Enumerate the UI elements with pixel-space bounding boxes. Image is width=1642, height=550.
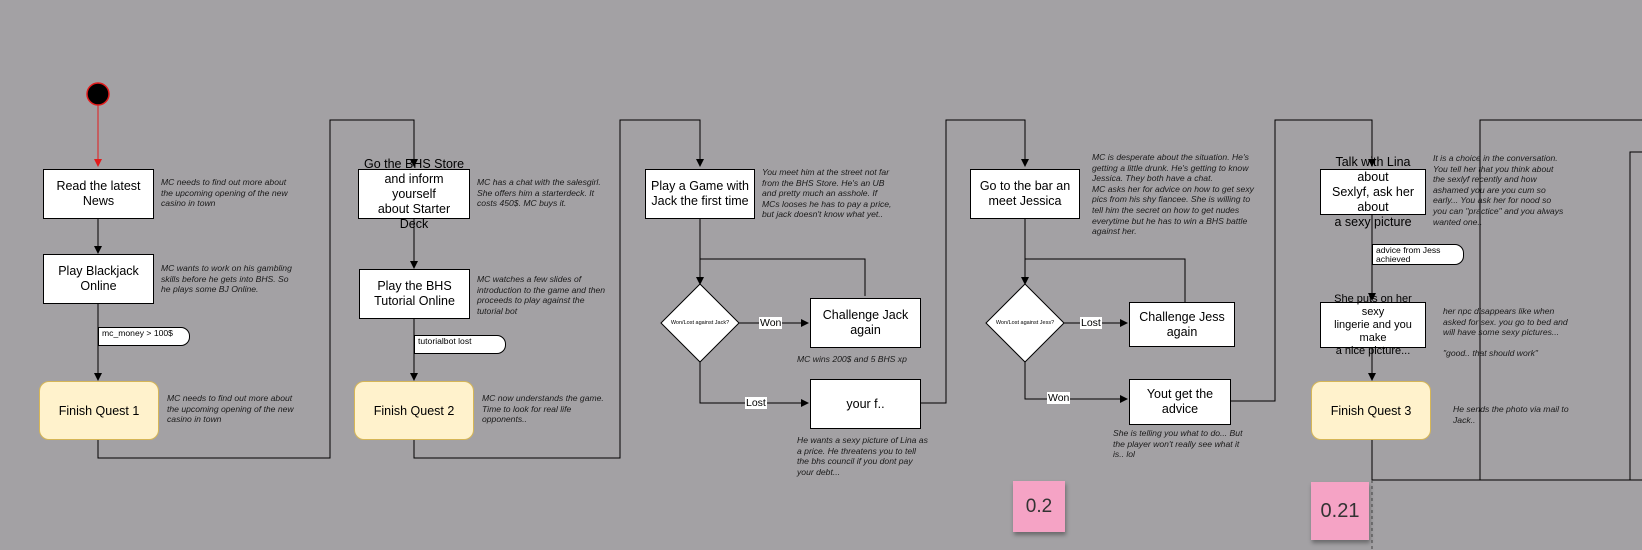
edge-jess-won — [1024, 362, 1128, 403]
edge-jack-loop — [700, 258, 866, 296]
read-news-node[interactable]: Read the latest News — [43, 169, 154, 219]
edge-label-jack-won: Won — [759, 317, 783, 329]
condition-advice: advice from Jess achieved — [1372, 244, 1464, 265]
finish-quest-3-note: He sends the photo via mail to Jack.. — [1453, 404, 1569, 425]
bhs-store-note: MC has a chat with the salesgirl. She of… — [477, 177, 601, 209]
bar-jessica-node[interactable]: Go to the bar an meet Jessica — [970, 169, 1080, 219]
bar-jessica-note: MC is desperate about the situation. He'… — [1092, 152, 1254, 237]
bhs-store-node[interactable]: Go the BHS Store and inform yourself abo… — [358, 157, 470, 231]
edge-jess-loop — [1025, 258, 1186, 302]
edge-label-jess-won: Won — [1047, 392, 1071, 404]
talk-lina-note: It is a choice in the conversation. You … — [1433, 153, 1564, 227]
finish-quest-1-note: MC needs to find out more about the upco… — [167, 393, 294, 425]
edge-finish1-to-store — [97, 119, 418, 459]
sticky-note-version-2[interactable]: 0.21 — [1311, 482, 1369, 540]
start-node — [86, 82, 110, 106]
bhs-tutorial-node[interactable]: Play the BHS Tutorial Online — [359, 269, 470, 319]
decision-jack-diamond — [660, 283, 740, 363]
get-advice-note: She is telling you what to do... But the… — [1113, 428, 1243, 460]
play-jack-note: You meet him at the street not far from … — [762, 167, 892, 220]
play-blackjack-note: MC wants to work on his gambling skills … — [161, 263, 292, 295]
finish-quest-3[interactable]: Finish Quest 3 — [1311, 381, 1431, 440]
edge-offscreen-right — [1629, 151, 1642, 480]
challenge-jess-node[interactable]: Challenge Jess again — [1129, 302, 1235, 347]
edge-label-jack-lost: Lost — [745, 397, 767, 409]
decision-jess-label: Won/Lost against Jess? — [995, 320, 1055, 326]
finish-quest-2-note: MC now understands the game. Time to loo… — [482, 393, 604, 425]
lost-jack-note: He wants a sexy picture of Lina as a pri… — [797, 435, 928, 477]
lingerie-note: her npc disappears like when asked for s… — [1443, 306, 1568, 359]
lingerie-node[interactable]: She puts on her sexy lingerie and you ma… — [1320, 293, 1426, 357]
challenge-jack-note: MC wins 200$ and 5 BHS xp — [797, 354, 907, 364]
play-jack-node[interactable]: Play a Game with Jack the first time — [645, 169, 755, 219]
challenge-jack-node[interactable]: Challenge Jack again — [810, 298, 921, 348]
decision-jess-diamond — [985, 283, 1065, 363]
sticky-note-version-1[interactable]: 0.2 — [1013, 481, 1065, 532]
read-news-note: MC needs to find out more about the upco… — [161, 177, 288, 209]
edge-jack-lost — [699, 362, 809, 407]
edge-finish2-to-jack — [413, 119, 704, 459]
edge-offscreen-top — [1479, 119, 1642, 480]
talk-lina-node[interactable]: Talk with Lina about Sexlyf, ask her abo… — [1320, 155, 1426, 229]
bhs-tutorial-note: MC watches a few slides of introduction … — [477, 274, 606, 316]
play-blackjack-node[interactable]: Play Blackjack Online — [43, 254, 154, 304]
edge-label-jess-lost: Lost — [1080, 317, 1102, 329]
finish-quest-2[interactable]: Finish Quest 2 — [354, 381, 474, 440]
edge-advice-to-talk — [1230, 119, 1376, 402]
decision-jack-label: Won/Lost against Jack? — [670, 320, 730, 326]
edge-lost-to-bar — [920, 119, 1029, 404]
lost-jack-node[interactable]: your f.. — [810, 379, 921, 429]
get-advice-node[interactable]: Yout get the advice — [1129, 379, 1231, 425]
edge-finish3-out — [1371, 440, 1642, 481]
condition-money: mc_money > 100$ — [98, 327, 190, 346]
finish-quest-1[interactable]: Finish Quest 1 — [39, 381, 159, 440]
condition-tutorial: tutorialbot lost — [414, 335, 506, 354]
